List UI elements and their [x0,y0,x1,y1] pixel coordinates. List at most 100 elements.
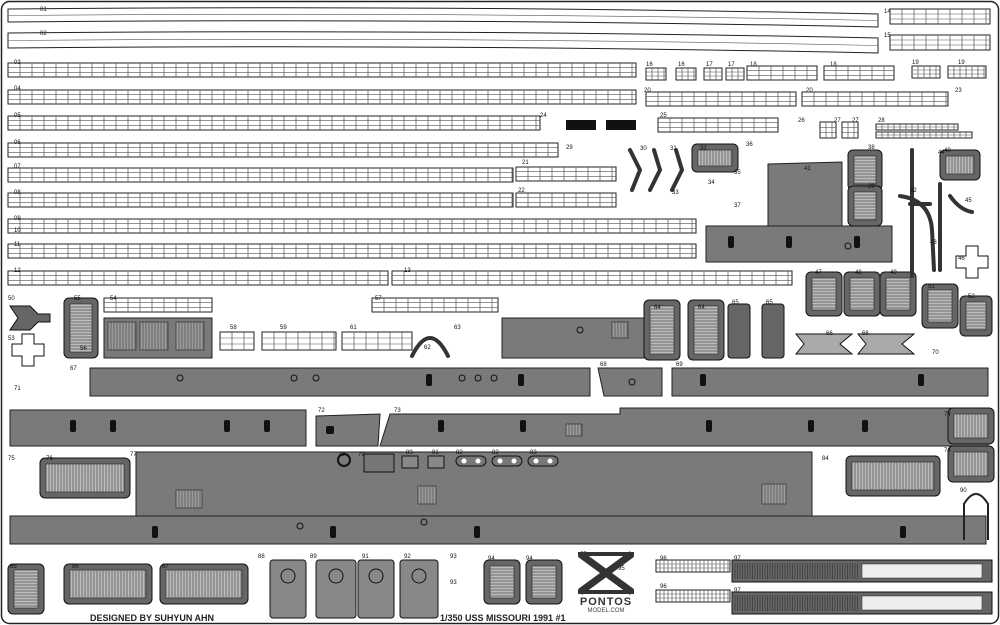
part-number-label: 19 [912,60,919,66]
inclined-ladder [939,149,981,181]
part-number-label: 26 [798,118,805,124]
part-number-label: 75 [8,456,15,462]
part-number-label: 55 [74,296,81,302]
grate-lines [420,486,434,504]
chock-body [491,455,523,467]
railing-stanchions [115,298,201,312]
ladder-treads [854,194,876,220]
railing-stanchions [19,193,513,207]
railing-stanchions [835,66,885,80]
ladder-treads [948,156,974,174]
equipment-plate [315,559,357,619]
part-number-label: 20 [644,88,651,94]
railing-strip [675,67,697,81]
part-number-label: 57 [375,296,382,302]
equipment-plate [399,559,439,619]
railing-strip [515,166,617,182]
part-number-label: 50 [8,296,15,302]
bulkhead-panel-72 [315,413,381,447]
grate-frame [175,489,203,509]
railing-parts [7,7,991,603]
ladder-inner [811,277,837,311]
inclined-ladder [643,299,681,361]
railing-strip [7,89,637,105]
inclined-ladder [879,271,917,317]
window-hole [110,420,116,432]
ladder-inner [531,565,557,599]
railing-frame [655,589,731,603]
railing-stanchions [881,132,967,138]
grated-deck [175,489,203,509]
part-number-label: 59 [280,325,287,331]
part-number-label: 27 [852,118,859,124]
grate-frame [565,423,583,437]
railing-frame [746,65,818,81]
railing-stanchions [273,332,335,350]
part-number-label: 63 [454,325,461,331]
part-number-label: 92 [404,554,411,560]
inclined-ladder [843,271,881,317]
railing-stanchions [731,68,739,80]
window-hole [808,420,814,432]
ladder-treads [70,306,92,350]
railing-frame [103,297,213,313]
part-number-label: 04 [14,86,21,92]
grate-lines [764,484,784,504]
part-number-label: 69 [676,362,683,368]
porthole [844,242,852,250]
cross-53 [11,333,45,367]
part-number-label: 16 [646,62,653,68]
ladder-treads [854,158,876,184]
ladder-inner [489,565,515,599]
railing-frame [371,297,499,313]
railing-frame [823,65,895,81]
chock-hole [461,458,467,464]
part-number-label: 82 [492,450,499,456]
part-number-label: 94 [526,556,533,562]
railing-strip [7,167,514,183]
part-number-label: 93 [450,580,457,586]
part-number-label: 53 [8,336,15,342]
part-number-label: 20 [806,88,813,94]
railing-frame [725,67,745,81]
railing-frame [911,65,941,79]
porthole [290,374,298,382]
small-parts [7,143,995,619]
window-hole [862,420,868,432]
ladder-inner [697,149,733,167]
ladder-inner [69,569,147,599]
pipe [410,336,450,358]
ladder-treads [850,280,874,309]
railing-strip [515,192,617,208]
curved-railing [7,31,879,54]
railing-stanchions [353,332,403,350]
railing-frame [7,218,697,234]
part-number-label: 21 [522,160,529,166]
plate-frame [315,559,357,619]
inclined-ladder [525,559,563,605]
plate-ring [280,568,296,584]
part-number-label: 30 [640,146,647,152]
railing-stanchions [881,124,955,130]
railing-frame [391,270,793,286]
railing-stanchions [709,68,717,80]
part-number-label: 93 [450,554,457,560]
chock-hole [497,458,503,464]
window-hole [70,420,76,432]
railing-frame [7,243,697,259]
railing-strip [801,91,949,107]
plate-ring [328,568,344,584]
part-number-label: 67 [70,366,77,372]
part-number-label: 62 [424,345,431,351]
railing-strip [911,65,941,79]
railing-stanchions [669,118,767,132]
railing-strip [655,559,731,573]
part-number-label: 47 [815,270,822,276]
window-hole [330,526,336,538]
bulkhead-panel-67 [89,367,591,397]
railing-stanchions [19,244,693,258]
ladder-treads [48,464,122,492]
ladder-inner [849,277,875,311]
railing-stanchions [901,35,987,50]
part-number-label: 32 [700,146,707,152]
